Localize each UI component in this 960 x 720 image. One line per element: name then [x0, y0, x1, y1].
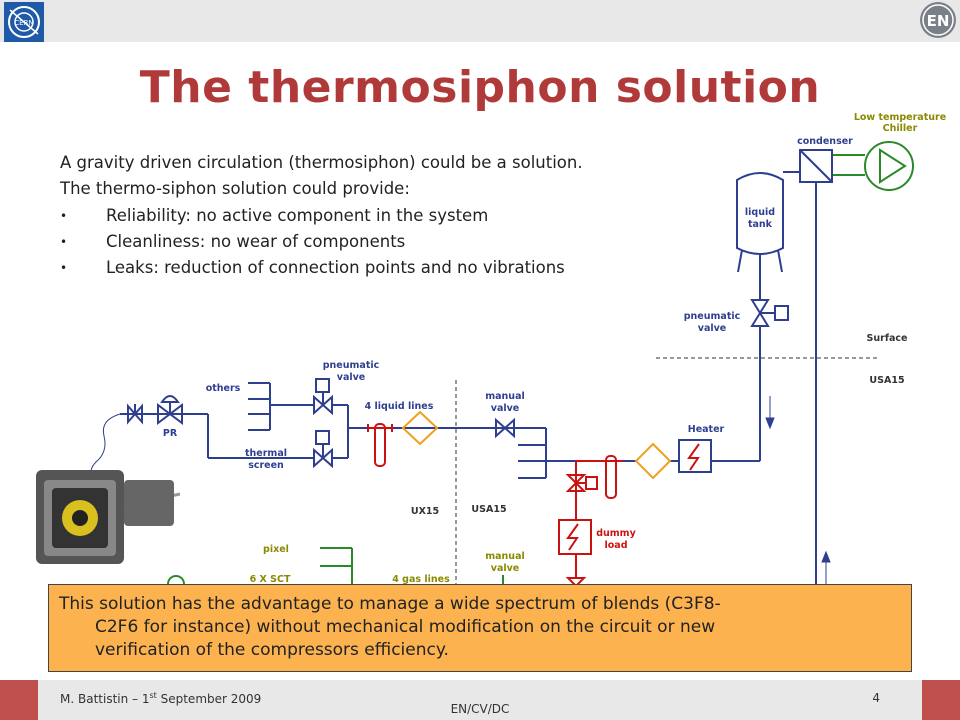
surface-label: Surface [867, 333, 908, 344]
callout-line-1: This solution has the advantage to manag… [59, 594, 721, 614]
filter-right-icon [605, 455, 617, 499]
usa15-mid-label: USA15 [471, 504, 506, 515]
callout-line-2: C2F6 for instance) without mechanical mo… [95, 617, 716, 637]
manual-valve-top-icon-2 [503, 417, 515, 439]
thermal-screen-label-1: thermal [245, 448, 287, 459]
red-valve-icon [565, 474, 587, 485]
condenser-label: condenser [797, 136, 853, 147]
slide-title: The thermosiphon solution [139, 62, 821, 113]
footer-department: EN/CV/DC [450, 702, 510, 716]
small-valve-icon [127, 403, 137, 425]
pr-valve-icon-2 [168, 403, 183, 425]
chiller-pump-triangle [879, 148, 907, 184]
pr-label: PR [163, 428, 178, 439]
pneumatic-valve-right-label-1: pneumatic [684, 311, 741, 322]
liquid-tank-label-2: tank [748, 219, 773, 230]
pr-valve-icon [157, 403, 172, 425]
top-bar: CERN EN [0, 0, 960, 42]
return-arrow-head [821, 550, 831, 563]
red-valve-lower-icon [565, 577, 587, 588]
heater-icon [678, 439, 712, 473]
pr-dome-icon [160, 395, 180, 403]
gas-lines-label: 4 gas lines [392, 574, 450, 585]
pneumatic-valve-left-top-actuator [315, 378, 330, 393]
dummy-load-bolt [566, 523, 579, 551]
tank-leg-right [777, 249, 783, 273]
pneumatic-valve-left-label-2: valve [337, 372, 366, 383]
footer-author-sup: st [149, 691, 157, 700]
small-valve-icon-2 [133, 403, 143, 425]
pneumatic-valve-left-label-1: pneumatic [323, 360, 380, 371]
red-valve-actuator [585, 476, 598, 490]
intro-text: A gravity driven circulation (thermosiph… [60, 150, 583, 202]
pneumatic-valve-right-label-2: valve [698, 323, 727, 334]
footer-author-prefix: M. Battistin – 1 [60, 692, 150, 706]
thermal-screen-label-2: screen [248, 460, 284, 471]
pneumatic-valve-right-icon-2 [750, 311, 770, 327]
pneumatic-valve-left-top-icon-2 [321, 394, 333, 416]
manual-valve-top-label-2: valve [491, 403, 520, 414]
liquid-lines-label: 4 liquid lines [365, 401, 434, 412]
pneumatic-valve-right-icon [750, 299, 770, 315]
diamond-right-icon [634, 442, 672, 480]
pixel-label: pixel [263, 544, 289, 555]
liquid-tank-label-1: liquid [745, 207, 775, 218]
usa15-right-label: USA15 [869, 375, 904, 386]
bullet-list: Reliability: no active component in the … [60, 203, 565, 281]
svg-text:CERN: CERN [14, 19, 33, 27]
heater-label: Heater [688, 424, 725, 435]
cern-logo: CERN [4, 2, 44, 42]
bullet-leaks: Leaks: reduction of connection points an… [60, 255, 565, 281]
bullet-cleanliness: Cleanliness: no wear of components [60, 229, 565, 255]
intro-line-1: A gravity driven circulation (thermosiph… [60, 153, 583, 172]
down-arrow-head [765, 417, 775, 430]
pneumatic-valve-left-bot-actuator [315, 430, 330, 445]
chiller-label-2: Chiller [883, 123, 918, 134]
footer-author: M. Battistin – 1st September 2009 [60, 691, 261, 706]
manual-valve-bottom-label-1: manual [485, 551, 525, 562]
condenser-diagonal [799, 149, 833, 183]
chiller-label-1: Low temperature [854, 112, 946, 123]
footer-accent-left [0, 680, 38, 720]
liquid-tank-icon [736, 172, 784, 255]
chiller-pump-icon [864, 141, 914, 191]
tank-leg-left [737, 249, 743, 273]
red-valve-icon-2 [565, 481, 587, 492]
pneumatic-valve-left-bot-icon-2 [321, 447, 333, 469]
svg-text:EN: EN [927, 12, 950, 30]
footer-bar [0, 680, 960, 720]
pneumatic-valve-right-actuator [774, 305, 789, 321]
filter-left-icon [374, 423, 386, 467]
others-label: others [206, 383, 241, 394]
advantage-callout: This solution has the advantage to manag… [48, 584, 912, 672]
ux15-label: UX15 [411, 506, 439, 517]
heater-bolt [687, 443, 700, 471]
bullet-reliability: Reliability: no active component in the … [60, 203, 565, 229]
diamond-left-icon [401, 410, 439, 446]
dummy-load-label-1: dummy [596, 528, 636, 539]
manual-valve-top-label-1: manual [485, 391, 525, 402]
footer-accent-right [922, 680, 960, 720]
detector-image [36, 470, 181, 564]
callout-line-3: verification of the compressors efficien… [95, 640, 449, 660]
footer-page-number: 4 [872, 691, 880, 705]
footer-author-suffix: September 2009 [156, 692, 262, 706]
manual-valve-bottom-label-2: valve [491, 563, 520, 574]
en-logo: EN [920, 2, 956, 38]
dummy-load-label-2: load [605, 540, 628, 551]
manual-valve-top-icon [495, 417, 507, 439]
intro-line-2: The thermo-siphon solution could provide… [60, 179, 410, 198]
sct-label: 6 X SCT [250, 574, 291, 585]
